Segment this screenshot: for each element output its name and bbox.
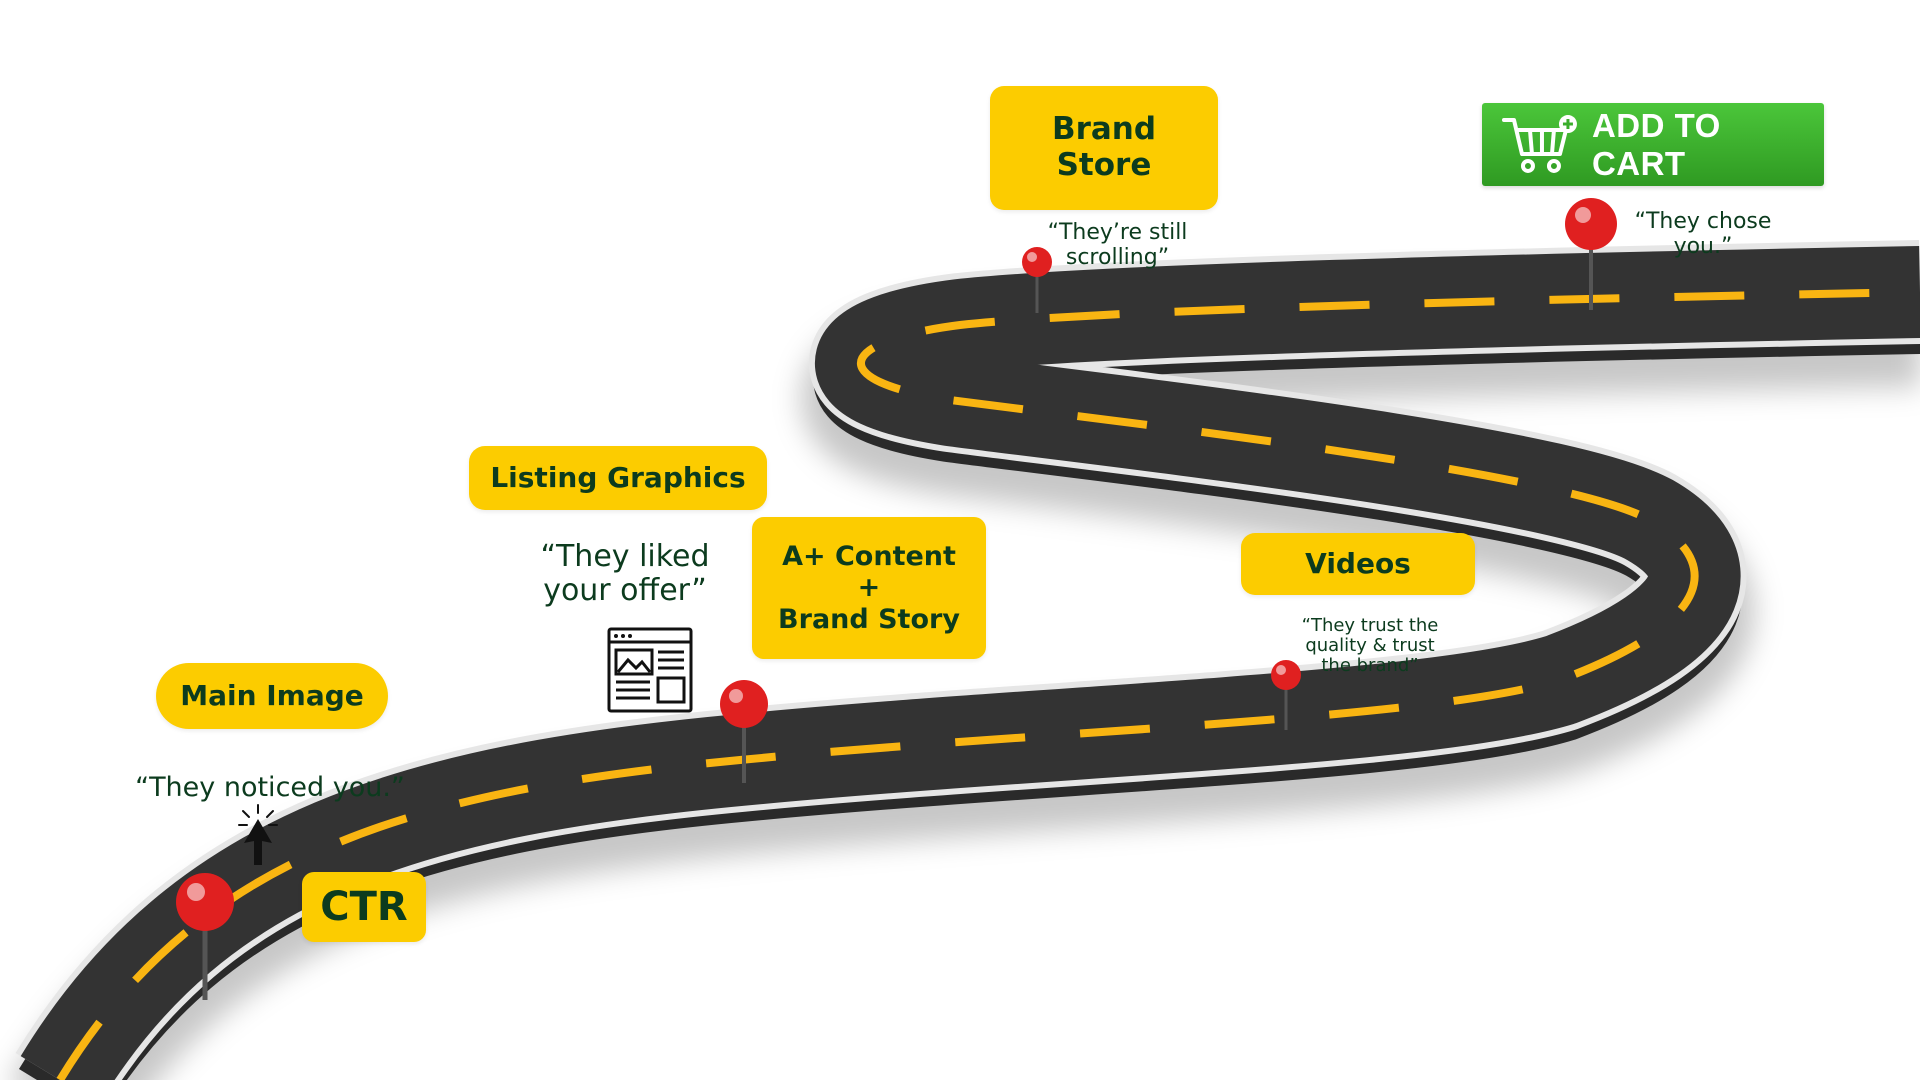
webpage-layout-icon [607, 627, 693, 713]
add-to-cart-label: ADD TO CART [1591, 106, 1721, 182]
step-label-ctr: CTR [302, 872, 426, 942]
map-pin-icon [1022, 247, 1052, 313]
add-to-cart-button[interactable]: ADD TO CART [1482, 103, 1824, 186]
map-pin-icon [1271, 660, 1301, 730]
cursor-click-icon [238, 804, 278, 865]
step-label-a-plus-content: A+ Content + Brand Story [752, 517, 986, 659]
step-label-videos: Videos [1241, 533, 1475, 595]
map-pin-icon [720, 680, 768, 783]
quote-main-image: “They noticed you.” [135, 772, 405, 803]
shopping-cart-icon [1501, 114, 1577, 173]
step-label-main-image: Main Image [156, 663, 388, 729]
step-label-listing-graphics: Listing Graphics [469, 446, 767, 510]
map-pin-icon [176, 873, 234, 1000]
road-center-dashes [56, 288, 1920, 1080]
map-pin-icon [1565, 198, 1617, 310]
quote-listing-graphics: “They liked your offer” [540, 539, 710, 608]
step-label-brand-store: Brand Store [990, 86, 1218, 210]
quote-brand-store: “They’re still scrolling” [1047, 220, 1188, 270]
quote-videos: “They trust the quality & trust the bran… [1301, 615, 1439, 677]
quote-add-to-cart: “They chose you.” [1634, 209, 1772, 259]
